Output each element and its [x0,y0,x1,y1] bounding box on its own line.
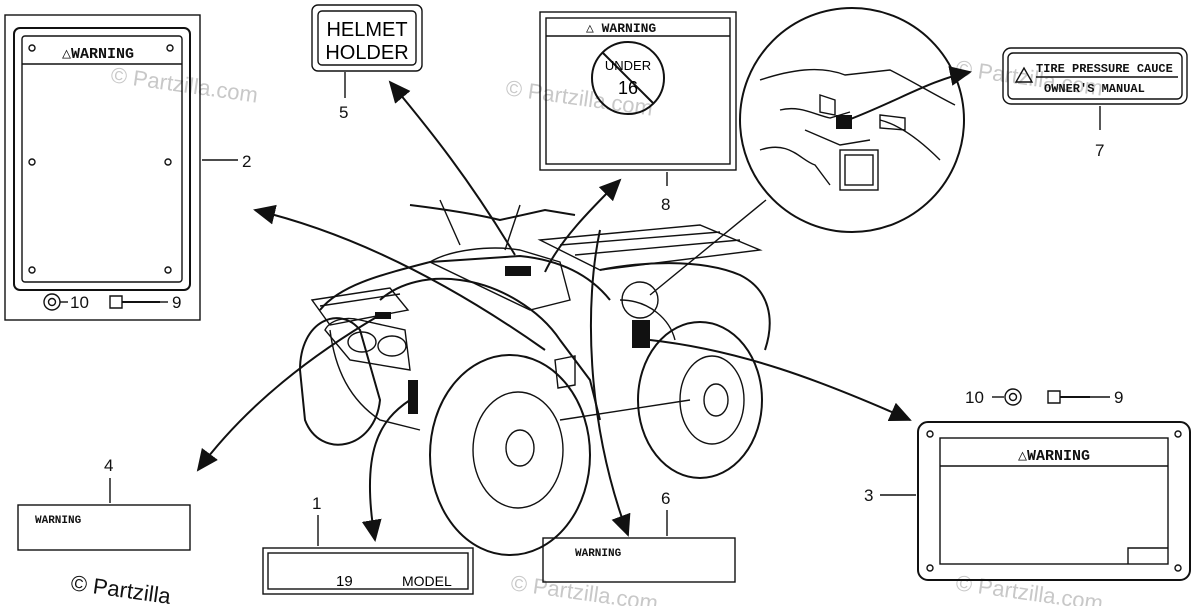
tire-pressure-label: TIRE PRESSURE CAUCE OWNER'S MANUAL [1002,47,1188,105]
leader-arrows [196,66,972,542]
callout-9-right: 9 [1114,388,1123,407]
tire-line-2: OWNER'S MANUAL [1044,82,1145,96]
warning-label-6: WARNING [542,537,736,583]
watermark: © Partzilla.com [509,570,659,606]
helmet-line-2: HOLDER [325,42,408,64]
under-text: UNDER [605,58,651,73]
warning-6-title: WARNING [575,548,622,560]
warning-2-title: △WARNING [62,46,134,63]
age-16-text: 16 [618,78,638,98]
callout-7: 7 [1095,141,1104,160]
warning-3-title: △WARNING [1018,448,1090,465]
callout-10-top: 10 [70,293,89,312]
rivet-icon [1047,390,1110,404]
warning-label-4: WARNING [17,504,191,551]
watermark: © Partzilla.com [109,62,259,107]
callout-8: 8 [661,195,670,214]
warning-4-title: WARNING [35,515,82,527]
tire-line-1: TIRE PRESSURE CAUCE [1036,62,1173,76]
model-year-label: 19 MODEL [262,547,474,595]
grommet-icon [43,293,61,311]
detail-inset-circle [739,7,965,233]
model-year: 19 [336,573,353,590]
helmet-holder-label: HELMET HOLDER [311,4,423,72]
corner-watermark: © Partzilla [69,570,173,606]
model-word: MODEL [402,573,452,589]
callout-2: 2 [242,152,251,171]
rivet-icon [109,295,168,309]
helmet-line-1: HELMET [326,19,407,41]
callout-3: 3 [864,486,873,505]
under-16-warning-label: △ WARNING UNDER 16 [539,11,737,171]
callout-1: 1 [312,494,321,513]
callout-6: 6 [661,489,670,508]
warning-8-title: △ WARNING [586,21,656,36]
warning-label-3: △WARNING [917,421,1191,581]
watermark: © Partzilla.com [954,570,1104,606]
callout-5: 5 [339,103,348,122]
grommet-icon [1004,388,1022,406]
callout-10-right: 10 [965,388,984,407]
atv-illustration [298,199,771,556]
warning-label-2: △WARNING [4,14,201,321]
callout-9-top: 9 [172,293,181,312]
callout-4: 4 [104,456,113,475]
